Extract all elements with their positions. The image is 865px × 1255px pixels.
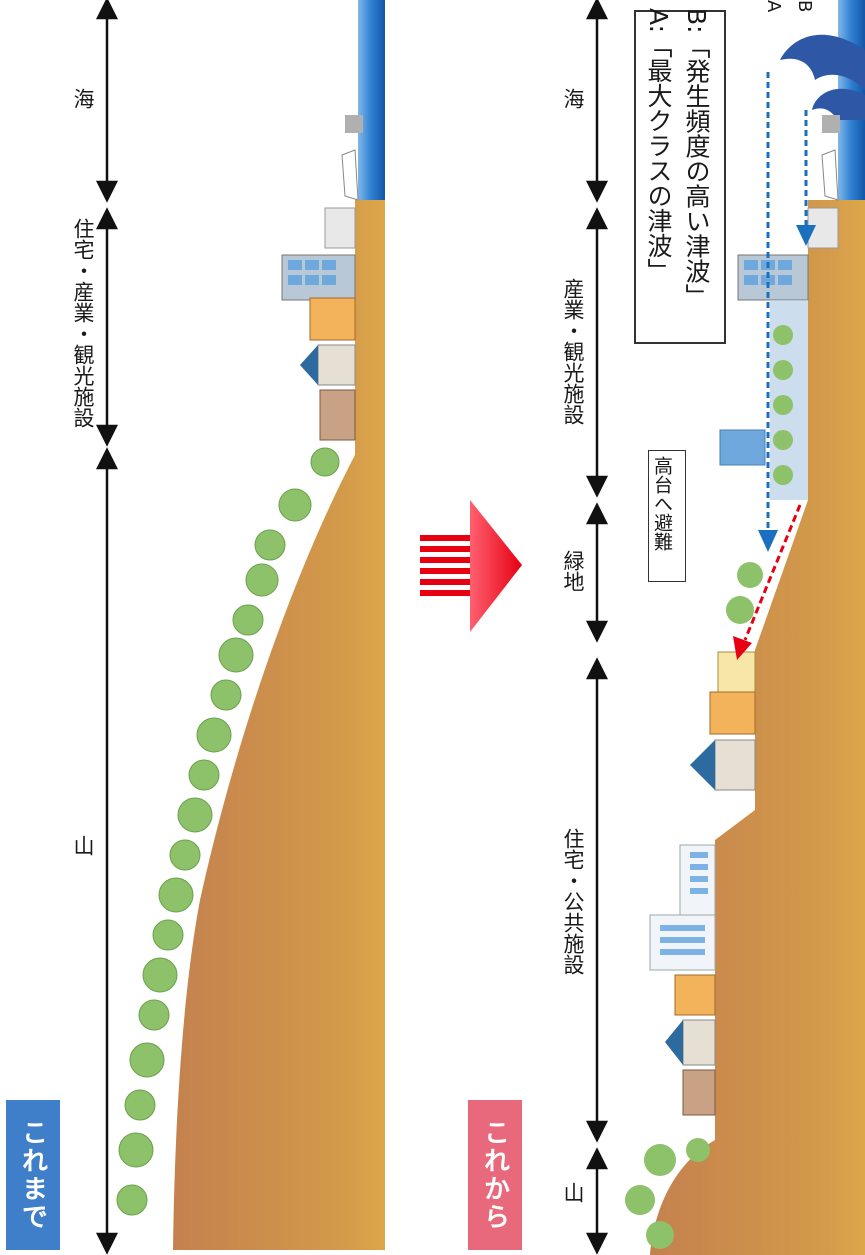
before-ground [173,200,385,1250]
arrow-head [585,502,609,525]
after-ground [650,200,865,1255]
evacuation-arrow-head [733,636,752,660]
tsunami-b-head [796,225,816,246]
arrow-head [585,1147,609,1170]
before-zone-arrows [95,0,119,1255]
after-zone-label-industry: 産業・観光施設 [561,278,585,425]
arrow-head [585,475,609,498]
before-warehouse [324,207,356,249]
arrow-head [585,620,609,643]
before-boat [341,149,359,201]
after-zone-arrows [585,0,609,1255]
before-trees [116,447,340,1216]
tsunami-wave-a [780,34,865,90]
arrow-head [95,0,119,20]
arrow-head [95,424,119,447]
before-pier [345,115,363,133]
evacuation-label-box [648,450,686,582]
before-house-roof [300,345,318,385]
after-cake-shop [709,691,756,735]
before-office-windows [288,260,336,285]
arrow-head [95,1232,119,1255]
after-house-roof-2 [665,1020,683,1065]
arrow-head [585,207,609,230]
evacuation-label: 高台へ避難 [651,456,673,551]
after-house-blue [714,739,756,791]
tsunami-wave-b [812,88,865,120]
before-sea [358,0,385,210]
arrow-head [95,180,119,203]
after-industrial-trees [773,325,793,485]
before-panel [95,0,385,1255]
after-greenbelt-trees [726,562,763,624]
after-house-brown [682,1069,716,1116]
after-mountain-trees [625,1138,710,1249]
after-boat [821,149,839,201]
legend-item-a: A:「最大クラスの津波」 [644,8,673,284]
arrow-head [585,0,609,20]
before-zone-label-mixed: 住宅・産業・観光施設 [71,218,95,428]
arrow-head [95,207,119,230]
arrow-head [585,1120,609,1143]
after-apartment-windows [660,852,708,955]
transition-arrow [420,500,522,632]
wave-marker-b: B [794,0,815,13]
before-house-brown [319,389,356,441]
after-pier [822,115,840,133]
badge-before: これまで [6,1100,60,1250]
after-bakery [717,651,756,693]
after-zone-label-residential: 住宅・公共施設 [561,828,585,975]
arrow-head [585,1232,609,1255]
tsunami-a-head [758,530,778,552]
badge-after: これから [468,1100,522,1250]
before-house-blue [317,344,356,386]
before-zone-label-mountain: 山 [71,835,95,856]
legend-item-b: B:「発生頻度の高い津波」 [682,8,711,309]
after-blue-building [719,429,766,466]
before-zone-label-sea: 海 [71,88,95,109]
evacuation-arrow [743,504,802,641]
after-house-blue-2 [682,1019,716,1066]
after-zone-label-greenbelt: 緑地 [561,550,585,592]
arrow-head [585,657,609,680]
after-zone-label-sea: 海 [561,88,585,109]
after-panel [585,0,865,1255]
arrow-head [585,180,609,203]
after-house-roof [690,740,715,790]
after-cake-shop-2 [674,974,716,1016]
arrow-head [95,447,119,470]
legend-box [634,10,726,344]
wave-marker-a: A [763,0,784,13]
before-cake-shop [309,297,356,341]
after-zone-label-mountain: 山 [561,1182,585,1203]
